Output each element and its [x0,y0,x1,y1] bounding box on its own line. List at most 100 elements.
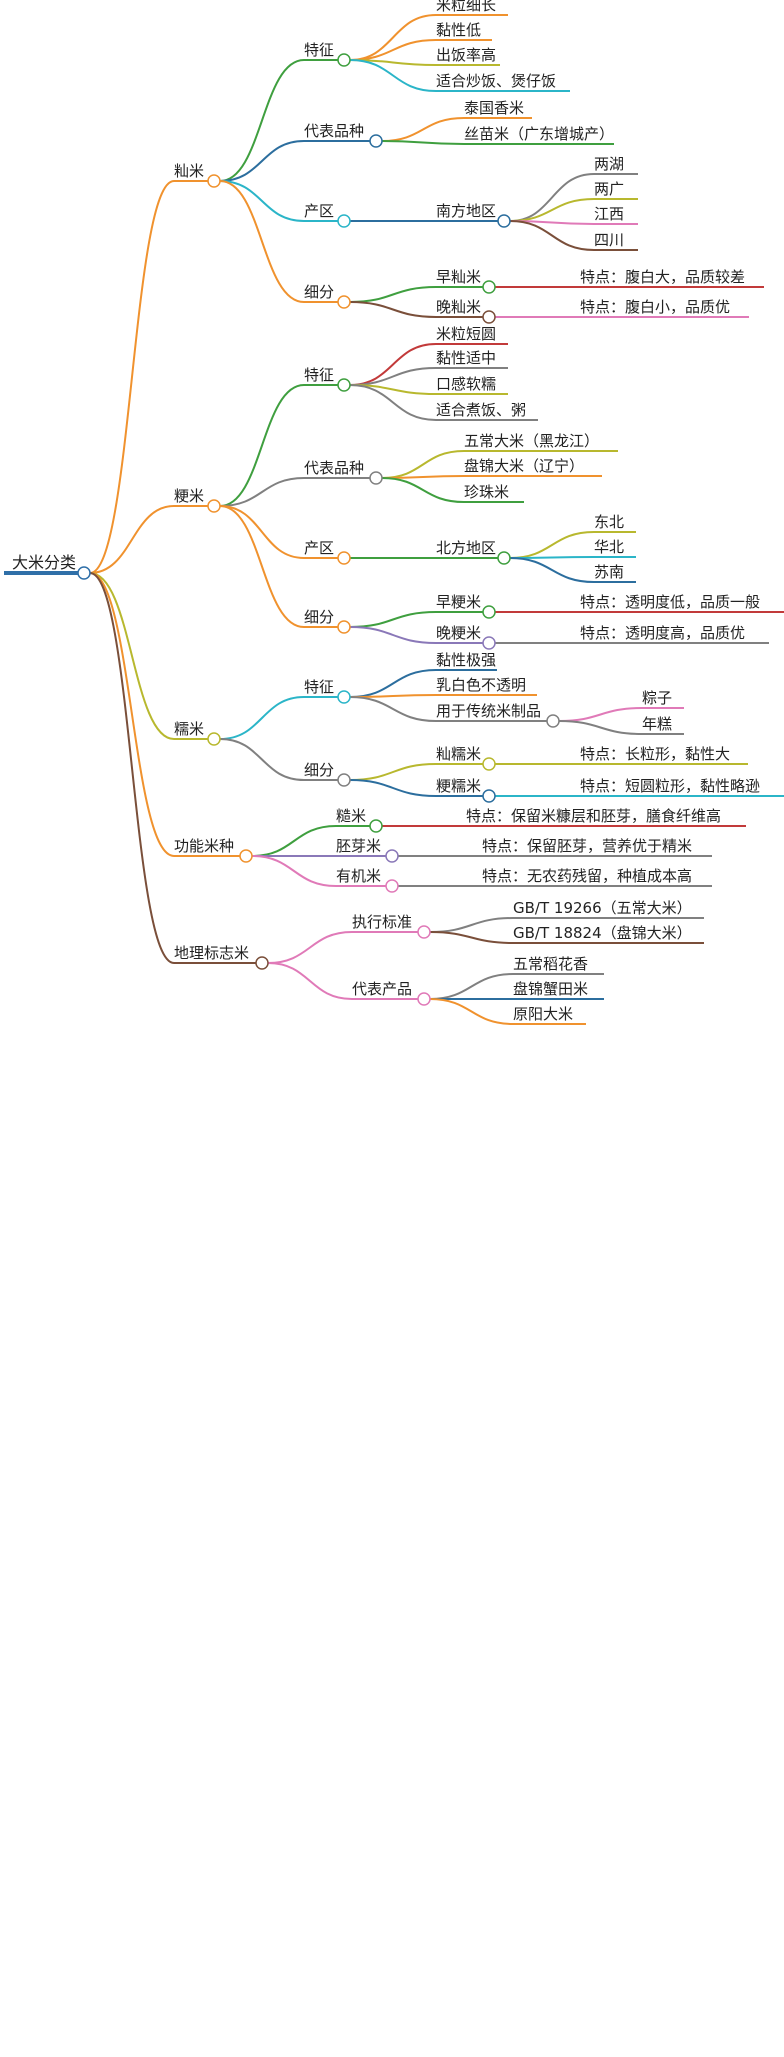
mind-map-node: GB/T 19266（五常大米） [513,899,704,919]
mind-map-node: 口感软糯 [436,375,508,395]
node-label: 产区 [304,202,334,220]
mind-map-node: 年糕 [642,715,684,735]
node-label: 大米分类 [12,553,76,572]
mind-map-node: 早籼米 [436,268,496,294]
root-node: 大米分类 [4,553,91,580]
mind-map-link [509,198,595,222]
collapse-toggle-icon[interactable] [417,992,431,1006]
node-label: 代表品种 [304,459,364,477]
node-label: 胚芽米 [336,837,381,855]
collapse-toggle-icon[interactable] [482,310,496,324]
mind-map-node: 晚籼米 [436,298,496,324]
mind-map-node: 产区 [304,539,351,565]
mind-map-link [349,343,437,386]
collapse-toggle-icon[interactable] [77,566,91,580]
node-label: 珍珠米 [464,483,509,501]
mind-map-node: 特征 [304,41,351,67]
mind-map-link [509,557,595,583]
collapse-toggle-icon[interactable] [207,174,221,188]
mind-map-link [349,59,437,92]
mind-map-node: 盘锦大米（辽宁） [464,457,602,477]
collapse-toggle-icon[interactable] [337,690,351,704]
collapse-toggle-icon[interactable] [482,757,496,771]
node-label: 五常稻花香 [513,955,588,973]
collapse-toggle-icon[interactable] [337,773,351,787]
mind-map-link [381,477,465,503]
mind-map-node: 五常大米（黑龙江） [464,432,618,452]
mind-map-node: 特点：透明度低，品质一般 [580,593,784,613]
mind-map-node: 五常稻花香 [513,955,604,975]
mind-map-node: 苏南 [594,563,636,583]
collapse-toggle-icon[interactable] [255,956,269,970]
node-label: 细分 [304,608,334,626]
mind-map-link [219,59,305,182]
mind-map-link [349,286,437,303]
mind-map-link [381,140,465,145]
mind-map-link [381,450,465,479]
mind-map-node: 粳米 [174,487,221,513]
node-label: 粳米 [174,487,204,505]
collapse-toggle-icon[interactable] [207,732,221,746]
collapse-toggle-icon[interactable] [337,620,351,634]
mind-map-node: 特点：短圆粒形，黏性略逊 [580,777,784,797]
mind-map-link [89,505,175,574]
mind-map-node: 两湖 [594,155,638,175]
mind-map-node: 细分 [304,761,351,787]
mind-map-link [219,140,305,182]
mind-map-node: 南方地区 [436,202,511,228]
collapse-toggle-icon[interactable] [337,378,351,392]
mind-map-node: 出饭率高 [436,46,500,66]
mind-map-link [219,477,305,507]
mind-map-link [349,669,437,698]
mind-map-link [558,720,643,735]
mind-map-node: 籼糯米 [436,745,496,771]
collapse-toggle-icon[interactable] [482,789,496,803]
node-label: 代表品种 [304,122,364,140]
collapse-toggle-icon[interactable] [369,471,383,485]
mind-map-link [509,220,595,251]
mind-map-node: 盘锦蟹田米 [513,980,604,1000]
mind-map-link [349,384,437,421]
mind-map-link [349,626,437,644]
collapse-toggle-icon[interactable] [369,819,383,833]
mind-map-node: 北方地区 [436,539,511,565]
collapse-toggle-icon[interactable] [207,499,221,513]
mind-map-link [219,738,305,781]
mind-map-node: 四川 [594,231,638,251]
collapse-toggle-icon[interactable] [337,551,351,565]
collapse-toggle-icon[interactable] [482,280,496,294]
mind-map-link [429,973,514,1000]
mind-map-link [429,917,514,933]
collapse-toggle-icon[interactable] [497,214,511,228]
mind-map-node: 黏性低 [436,21,492,41]
collapse-toggle-icon[interactable] [385,879,399,893]
node-label: 晚粳米 [436,624,481,642]
mind-map-node: 用于传统米制品 [436,702,560,728]
collapse-toggle-icon[interactable] [239,849,253,863]
collapse-toggle-icon[interactable] [337,295,351,309]
collapse-toggle-icon[interactable] [369,134,383,148]
mind-map-node: 泰国香米 [464,99,532,119]
node-label: 特点：透明度低，品质一般 [580,593,760,611]
collapse-toggle-icon[interactable] [482,636,496,650]
collapse-toggle-icon[interactable] [337,53,351,67]
collapse-toggle-icon[interactable] [337,214,351,228]
mind-map-node: 特点：腹白大，品质较差 [580,268,764,288]
mind-map-link [267,962,353,1000]
node-label: GB/T 19266（五常大米） [513,899,692,917]
mind-map-link [509,531,595,559]
node-label: 两广 [594,180,624,198]
mind-map-link [429,931,514,944]
node-label: 特点：短圆粒形，黏性略逊 [580,777,760,795]
node-label: 米粒短圆 [436,325,496,343]
collapse-toggle-icon[interactable] [546,714,560,728]
node-label: 特点：保留胚芽，营养优于精米 [482,837,692,855]
mind-map-node: 有机米 [336,867,399,893]
mind-map-link [219,696,305,740]
mind-map-node: 两广 [594,180,638,200]
collapse-toggle-icon[interactable] [497,551,511,565]
node-label: 出饭率高 [436,46,496,64]
collapse-toggle-icon[interactable] [385,849,399,863]
collapse-toggle-icon[interactable] [417,925,431,939]
collapse-toggle-icon[interactable] [482,605,496,619]
